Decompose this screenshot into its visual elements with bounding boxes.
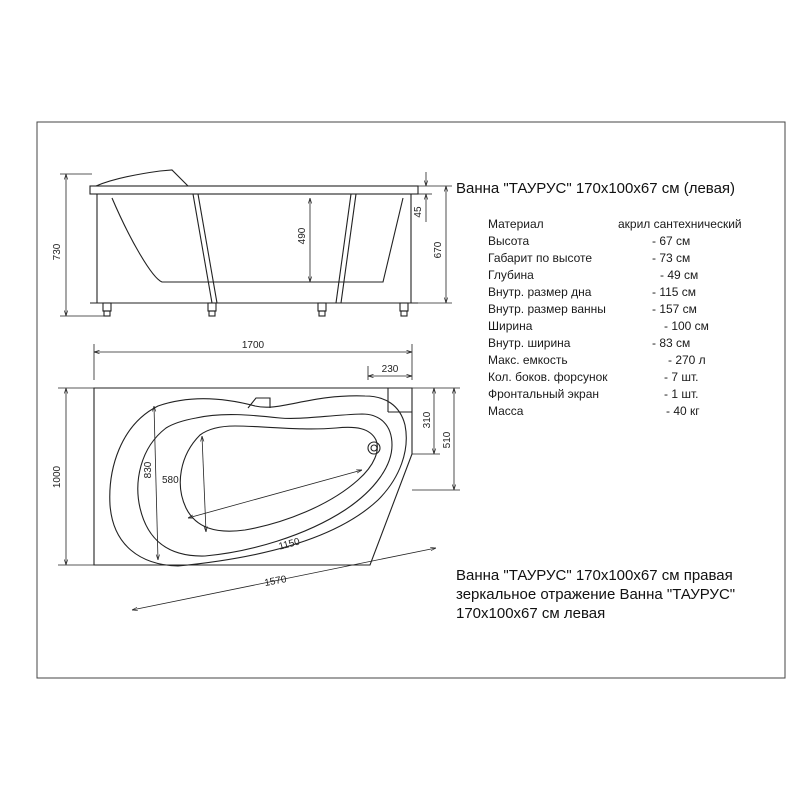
spec-label: Габарит по высоте bbox=[488, 251, 593, 265]
spec-row: Глубина - 49 см bbox=[488, 267, 778, 284]
spec-value: - 270 л bbox=[668, 353, 706, 367]
spec-row: Ширина - 100 см bbox=[488, 318, 778, 335]
spec-row: Фронтальный экран - 1 шт. bbox=[488, 386, 778, 403]
top-dimensions bbox=[58, 344, 460, 610]
spec-label: Внутр. ширина bbox=[488, 336, 571, 350]
spec-label: Внутр. размер ванны bbox=[488, 302, 606, 316]
spec-label: Фронтальный экран bbox=[488, 387, 600, 401]
spec-row: Макс. емкость - 270 л bbox=[488, 352, 778, 369]
spec-value: - 49 см bbox=[660, 268, 699, 282]
sheet-frame bbox=[36, 121, 786, 679]
spec-label: Внутр. размер дна bbox=[488, 285, 592, 299]
dim-corner-cut: 230 bbox=[382, 364, 399, 375]
top-view bbox=[93, 387, 413, 567]
spec-label: Глубина bbox=[488, 268, 534, 282]
spec-value: - 7 шт. bbox=[664, 370, 699, 384]
spec-label: Ширина bbox=[488, 319, 533, 333]
spec-label: Масса bbox=[488, 404, 524, 418]
spec-label: Макс. емкость bbox=[488, 353, 568, 367]
spec-row: Внутр. размер дна - 115 см bbox=[488, 284, 778, 301]
product-title: Ванна "ТАУРУС" 170x100x67 см (левая) bbox=[456, 180, 736, 197]
dim-height-total: 730 bbox=[52, 243, 63, 260]
spec-value: акрил сантехнический bbox=[618, 217, 742, 231]
spec-label: Высота bbox=[488, 234, 530, 248]
note-line-1: Ванна "ТАУРУС" 170x100x67 см правая bbox=[456, 567, 733, 584]
spec-row: Внутр. ширина - 83 см bbox=[488, 335, 778, 352]
spec-value: - 83 см bbox=[652, 336, 691, 350]
dim-bottom-length: 1150 bbox=[278, 536, 302, 552]
spec-row: Габарит по высоте - 73 см bbox=[488, 250, 778, 267]
spec-value: - 157 см bbox=[652, 302, 697, 316]
spec-value: - 40 кг bbox=[666, 404, 700, 418]
dim-height: 670 bbox=[433, 241, 444, 258]
dim-inner-width: 830 bbox=[143, 461, 154, 478]
spec-value: - 73 см bbox=[652, 251, 691, 265]
spec-row: Кол. боков. форсунок - 7 шт. bbox=[488, 369, 778, 386]
spec-row: Материал акрил сантехнический bbox=[488, 216, 778, 233]
dim-length: 1700 bbox=[242, 340, 265, 351]
spec-value: - 1 шт. bbox=[664, 387, 699, 401]
spec-row: Внутр. размер ванны - 157 см bbox=[488, 301, 778, 318]
spec-row: Высота - 67 см bbox=[488, 233, 778, 250]
note-line-2: зеркальное отражение Ванна "ТАУРУС" bbox=[456, 586, 736, 603]
front-dimensions bbox=[60, 172, 452, 317]
mirror-note: Ванна "ТАУРУС" 170x100x67 см правая зерк… bbox=[456, 566, 735, 623]
spec-value: - 115 см bbox=[652, 285, 697, 299]
front-view bbox=[89, 169, 419, 317]
spec-value: - 100 см bbox=[664, 319, 709, 333]
spec-label: Кол. боков. форсунок bbox=[488, 370, 608, 384]
dim-width: 1000 bbox=[52, 465, 63, 488]
spec-row: Масса - 40 кг bbox=[488, 403, 778, 420]
dim-offset-310: 310 bbox=[422, 411, 433, 428]
dim-rim: 45 bbox=[413, 206, 424, 218]
dim-depth: 490 bbox=[297, 227, 308, 244]
dim-offset-510: 510 bbox=[442, 431, 453, 448]
dim-bottom-width: 580 bbox=[162, 475, 179, 486]
note-line-3: 170x100x67 см левая bbox=[456, 605, 606, 622]
spec-value: - 67 см bbox=[652, 234, 691, 248]
spec-label: Материал bbox=[488, 217, 544, 231]
dim-inner-length: 1570 bbox=[264, 574, 288, 589]
